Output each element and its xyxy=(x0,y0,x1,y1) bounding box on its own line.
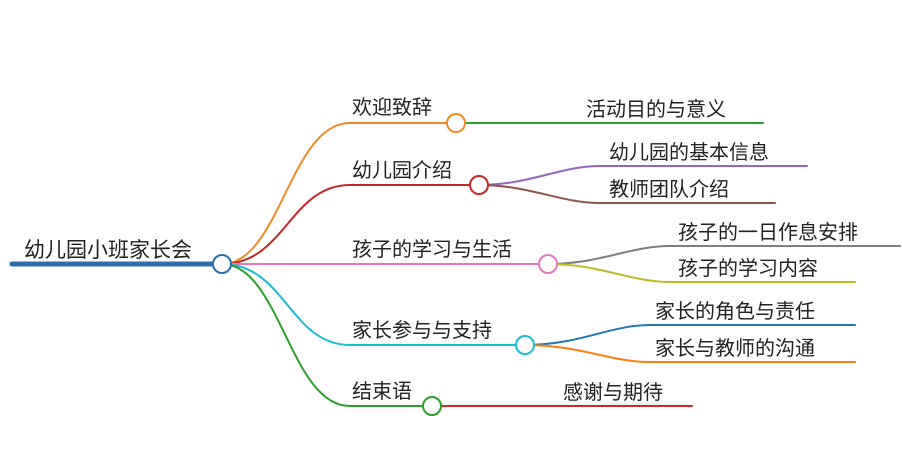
root-label: 幼儿园小班家长会 xyxy=(24,238,192,262)
root-node[interactable]: 幼儿园小班家长会 xyxy=(9,238,232,274)
leaf-label[interactable]: 教师团队介绍 xyxy=(609,177,729,201)
branch-connector-dot[interactable] xyxy=(469,175,489,195)
edge-branch-4-child-1 xyxy=(524,324,856,346)
branch-node-2[interactable]: 幼儿园介绍 xyxy=(352,158,489,195)
branch-label: 欢迎致辞 xyxy=(352,95,432,119)
branch-node-4[interactable]: 家长参与与支持 xyxy=(352,318,535,355)
branch-node-3[interactable]: 孩子的学习与生活 xyxy=(352,237,558,274)
branch-label: 家长参与与支持 xyxy=(352,318,492,342)
edge-root-to-branch-4 xyxy=(221,263,526,346)
branch-label: 幼儿园介绍 xyxy=(352,158,452,182)
mindmap-edges xyxy=(221,122,901,407)
branch-node-1[interactable]: 欢迎致辞 xyxy=(352,95,466,133)
edge-root-to-branch-2 xyxy=(221,184,480,265)
edge-branch-4-child-2 xyxy=(524,344,856,363)
edge-branch-3-child-1 xyxy=(547,245,901,265)
leaf-label[interactable]: 活动目的与意义 xyxy=(586,97,726,121)
branch-connector-dot[interactable] xyxy=(422,396,442,416)
branch-label: 结束语 xyxy=(352,379,412,403)
leaf-label[interactable]: 感谢与期待 xyxy=(563,380,663,404)
branch-connector-dot[interactable] xyxy=(538,254,558,274)
leaf-label[interactable]: 孩子的学习内容 xyxy=(678,256,818,280)
root-connector-dot[interactable] xyxy=(212,254,232,274)
leaf-label[interactable]: 幼儿园的基本信息 xyxy=(609,140,769,164)
branch-connector-dot[interactable] xyxy=(446,113,466,133)
edge-root-to-branch-1 xyxy=(221,122,457,265)
branch-label: 孩子的学习与生活 xyxy=(352,237,512,261)
leaf-label[interactable]: 家长的角色与责任 xyxy=(655,299,815,323)
edge-branch-2-child-1 xyxy=(478,165,808,186)
edge-root-to-branch-5 xyxy=(221,263,433,407)
branch-node-5[interactable]: 结束语 xyxy=(352,379,442,416)
edge-branch-3-child-2 xyxy=(547,263,856,283)
edge-branch-2-child-2 xyxy=(478,184,776,204)
leaf-label[interactable]: 孩子的一日作息安排 xyxy=(678,220,858,244)
branch-connector-dot[interactable] xyxy=(515,335,535,355)
leaf-label[interactable]: 家长与教师的沟通 xyxy=(655,336,815,360)
